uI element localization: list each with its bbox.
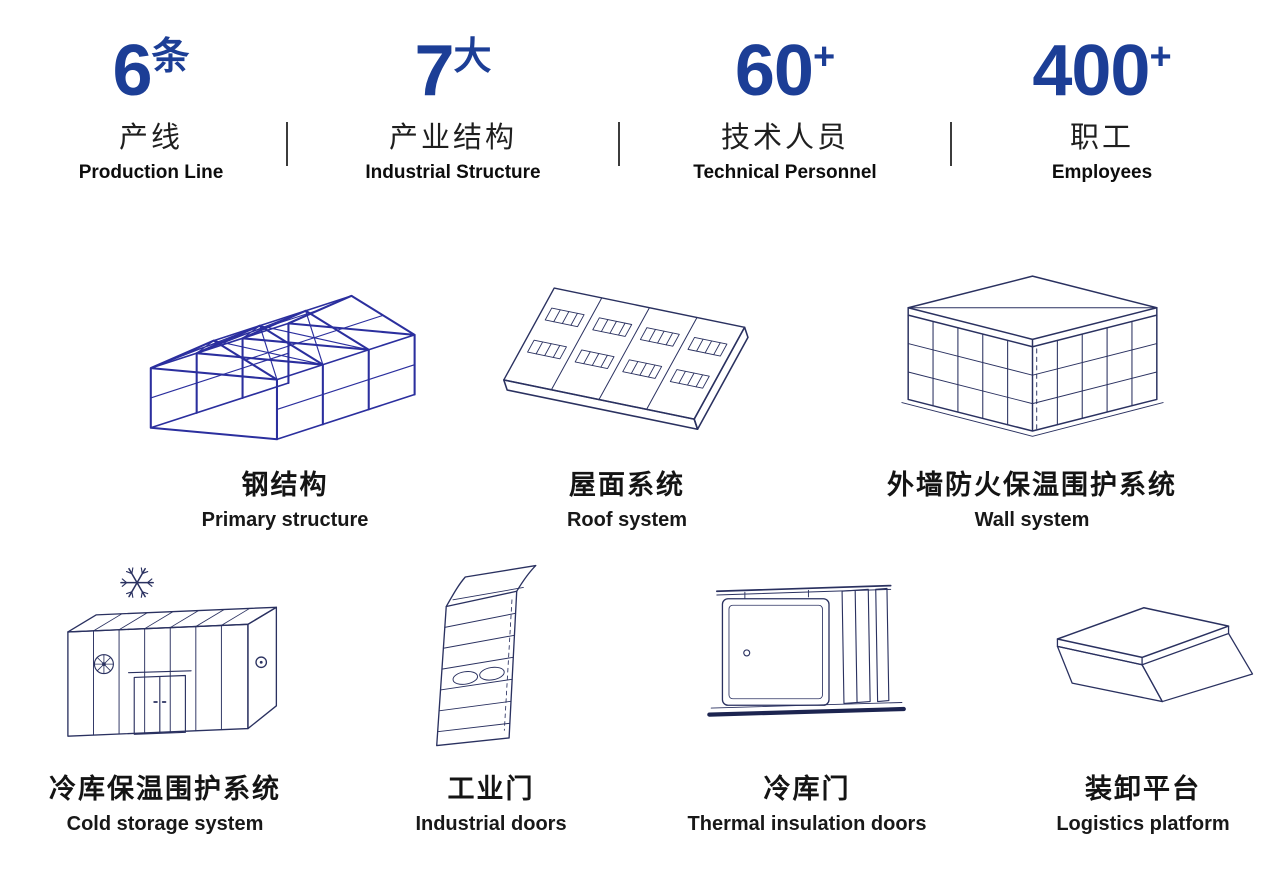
cold-storage-door-illustration xyxy=(647,552,967,757)
stat-unit: + xyxy=(812,36,836,78)
product-label-en: Logistics platform xyxy=(1056,813,1230,835)
industrial-door-illustration xyxy=(361,552,621,757)
stat-divider xyxy=(618,122,620,166)
stat-label-cn: 产线 xyxy=(118,121,183,154)
wall-system-illustration xyxy=(862,248,1202,453)
product-label-en: Primary structure xyxy=(201,509,369,531)
stat-value: 7 xyxy=(414,31,454,111)
product-industrial-door: 工业门 Industrial doors xyxy=(361,552,621,836)
wall-system-icon xyxy=(900,275,1164,437)
product-label-cn: 冷库门 xyxy=(763,774,851,804)
stat-industrial-structure: 7大 产业结构 Industrial Structure xyxy=(288,31,618,184)
product-cold-storage: 冷库保温围护系统 Cold storage system xyxy=(15,552,315,836)
product-cold-storage-door: 冷库门 Thermal insulation doors xyxy=(647,552,967,836)
product-label-cn: 外墙防火保温围护系统 xyxy=(887,470,1177,500)
stat-number: 400+ xyxy=(952,31,1252,111)
product-dock-leveler: 装卸平台 Logistics platform xyxy=(1008,552,1268,836)
stat-number: 7大 xyxy=(288,31,618,111)
product-label-en: Thermal insulation doors xyxy=(687,813,927,835)
product-roof-system: 屋面系统 Roof system xyxy=(477,248,777,532)
stat-unit: 大 xyxy=(453,36,492,78)
stats-row: 6条 产线 Production Line 7大 产业结构 Industrial… xyxy=(0,31,1268,184)
industrial-door-icon xyxy=(436,564,537,747)
stat-label-en: Technical Personnel xyxy=(693,161,877,183)
stat-label-cn: 职工 xyxy=(1069,121,1134,154)
stat-unit: + xyxy=(1149,36,1172,78)
cold-storage-illustration xyxy=(15,552,315,757)
stat-label-cn: 产业结构 xyxy=(388,121,517,154)
stat-value: 60 xyxy=(734,31,814,111)
stat-unit: 条 xyxy=(151,36,190,78)
stat-label-en: Employees xyxy=(1051,161,1153,183)
cold-storage-door-icon xyxy=(706,584,906,717)
roof-system-icon xyxy=(487,260,749,431)
product-label-en: Wall system xyxy=(974,509,1090,531)
product-label-en: Roof system xyxy=(566,509,688,531)
roof-system-illustration xyxy=(477,248,777,453)
stat-production-line: 6条 产线 Production Line xyxy=(16,31,286,184)
product-label-cn: 钢结构 xyxy=(241,470,329,500)
steel-structure-icon xyxy=(149,294,416,441)
dock-leveler-icon xyxy=(1056,606,1254,703)
product-label-en: Cold storage system xyxy=(66,813,264,835)
stat-divider xyxy=(286,122,288,166)
product-label-cn: 装卸平台 xyxy=(1084,774,1201,804)
stat-label-cn: 技术人员 xyxy=(720,121,849,154)
stat-label-en: Industrial Structure xyxy=(365,161,541,183)
product-label-en: Industrial doors xyxy=(415,813,567,835)
stat-divider xyxy=(950,122,952,166)
product-steel-structure: 钢结构 Primary structure xyxy=(115,248,455,532)
steel-structure-illustration xyxy=(115,248,455,453)
product-wall-system: 外墙防火保温围护系统 Wall system xyxy=(862,248,1202,532)
stat-value: 400 xyxy=(1032,31,1150,111)
stat-value: 6 xyxy=(112,31,152,111)
product-label-cn: 冷库保温围护系统 xyxy=(49,774,281,804)
stat-number: 60+ xyxy=(620,31,950,111)
stat-label-en: Production Line xyxy=(78,161,224,183)
product-label-cn: 屋面系统 xyxy=(569,470,685,500)
product-label-cn: 工业门 xyxy=(447,774,535,804)
cold-storage-icon xyxy=(66,567,277,737)
stat-number: 6条 xyxy=(16,31,286,111)
stat-technical-personnel: 60+ 技术人员 Technical Personnel xyxy=(620,31,950,184)
stat-employees: 400+ 职工 Employees xyxy=(952,31,1252,184)
dock-leveler-illustration xyxy=(1008,552,1268,757)
